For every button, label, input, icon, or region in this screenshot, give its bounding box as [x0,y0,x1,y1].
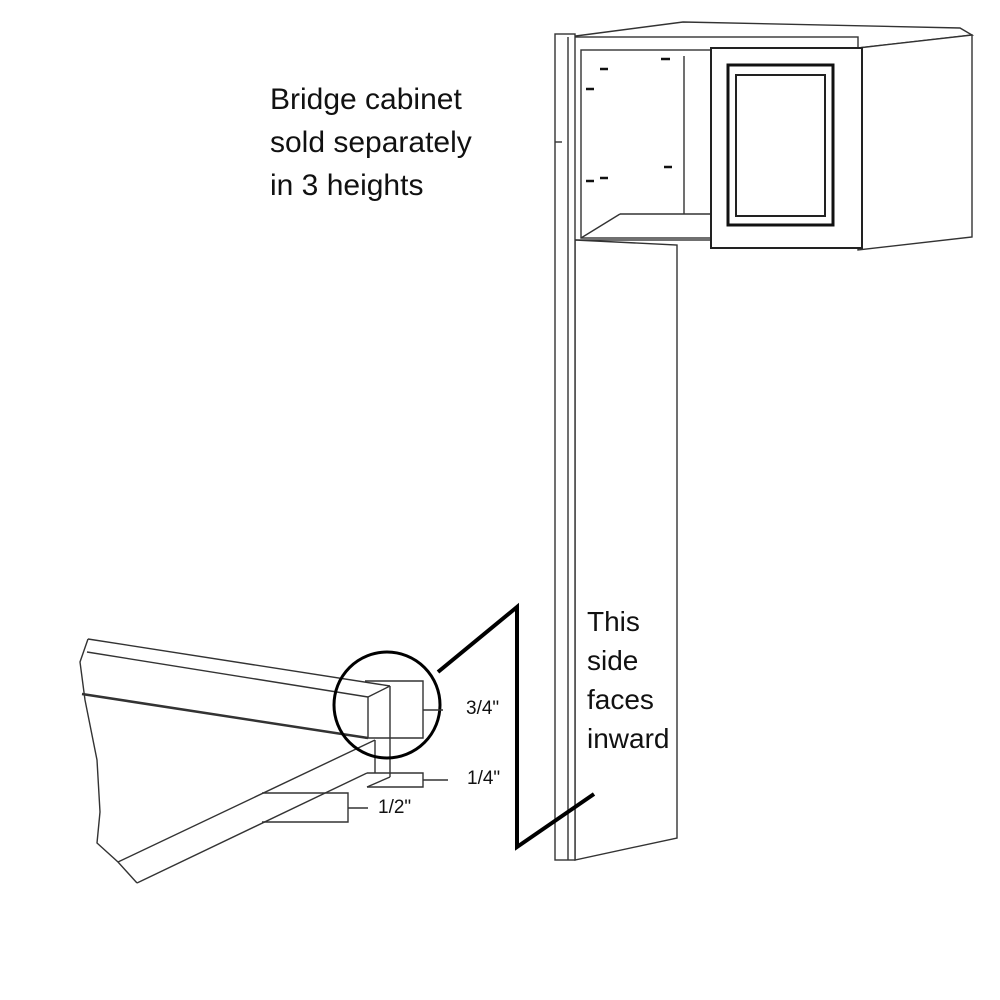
callout-line: Bridge cabinet [270,83,462,116]
bridge-cabinet [567,21,975,251]
side-panel [554,33,678,861]
leader-line [436,602,596,851]
edge-detail [79,638,448,884]
callout-line: inward [587,723,670,754]
dimension-1-4: 1/4" [467,768,501,789]
dimension-3-4: 3/4" [466,698,500,719]
magnifier-circle [332,650,442,760]
callout-line: side [587,645,639,676]
shelf-pin-holes [586,57,672,183]
callout-line: faces [587,684,654,715]
bridge-cabinet-callout: Bridge cabinet sold separately in 3 heig… [270,78,472,207]
callout-line: in 3 heights [270,169,424,202]
callout-line: sold separately [270,126,472,159]
side-faces-callout: This side faces inward [587,602,669,758]
dimension-1-2: 1/2" [378,797,412,818]
callout-line: This [587,606,640,637]
